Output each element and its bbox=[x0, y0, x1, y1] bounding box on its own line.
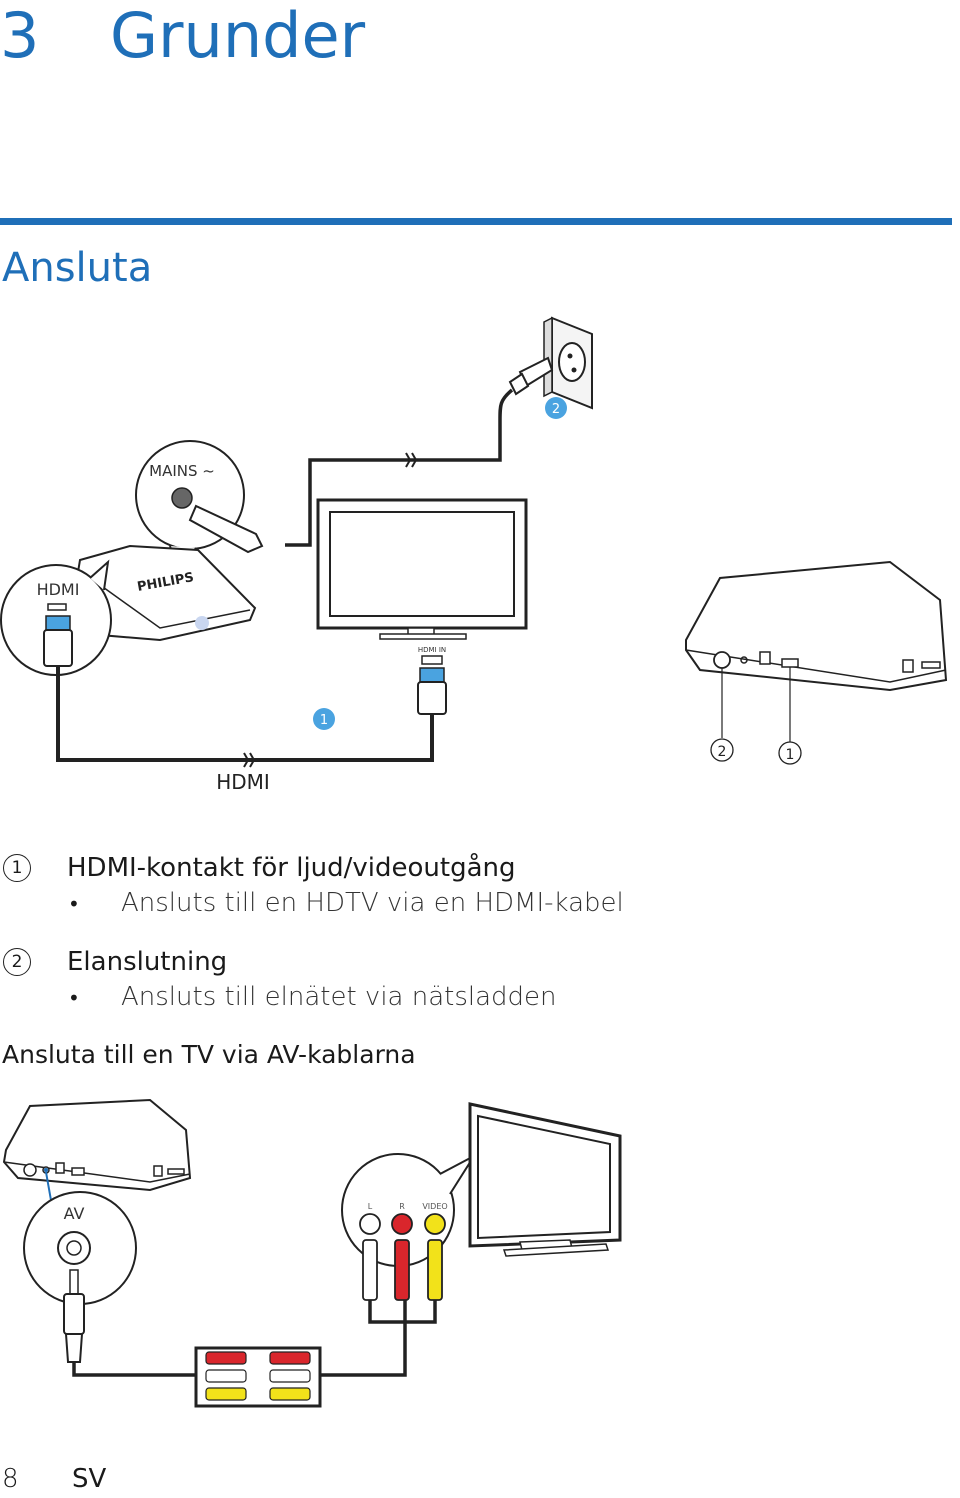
av-connection-diagram: AV L R VIDEO bbox=[2, 1098, 622, 1408]
wall-socket-icon bbox=[543, 316, 593, 410]
device-av-view bbox=[2, 1098, 192, 1207]
power-cable bbox=[285, 388, 514, 547]
av-subheading: Ansluta till en TV via AV-kablarna bbox=[2, 1040, 416, 1069]
av-plug-icon bbox=[63, 1269, 85, 1363]
side-marker-1: 1 bbox=[786, 747, 795, 763]
section-divider bbox=[0, 218, 952, 225]
hdmi-cable bbox=[56, 666, 434, 762]
item-2-bullet: Ansluts till elnätet via nätsladden bbox=[121, 982, 557, 1012]
hdmi-callout: HDMI bbox=[0, 559, 112, 676]
av-label: AV bbox=[64, 1204, 85, 1223]
rca-callout: L R VIDEO bbox=[341, 1153, 477, 1301]
tv-icon: HDMI IN bbox=[316, 498, 528, 715]
item-2-title: Elanslutning bbox=[67, 947, 228, 977]
device-rear-view: 2 1 bbox=[685, 560, 948, 765]
item-2-bullet-dot: • bbox=[68, 986, 80, 1010]
hdmi-cable-label: HDMI bbox=[216, 770, 270, 794]
rca-splitter bbox=[194, 1346, 322, 1408]
av-callout: AV bbox=[23, 1191, 137, 1305]
section-title: Ansluta bbox=[2, 245, 153, 291]
av-cable bbox=[72, 1300, 437, 1377]
hdmi-in-label: HDMI IN bbox=[418, 646, 446, 654]
r-label: R bbox=[399, 1202, 405, 1211]
chapter-number: 3 bbox=[0, 0, 40, 72]
item-1-bullet: Ansluts till en HDTV via en HDMI-kabel bbox=[121, 888, 624, 918]
item-2-number: 2 bbox=[3, 948, 31, 976]
chapter-title: Grunder bbox=[110, 0, 366, 72]
page-number: 8 bbox=[2, 1464, 19, 1494]
l-label: L bbox=[368, 1202, 373, 1211]
media-player-device: PHILIPS bbox=[76, 544, 257, 642]
side-marker-2: 2 bbox=[718, 744, 727, 760]
mains-plug-icon bbox=[508, 356, 554, 396]
mains-label: MAINS ~ bbox=[149, 462, 215, 480]
connection-diagram: 2 MAINS ~ PHILIPS HDMI HDMI 1 HDMI IN bbox=[0, 316, 948, 794]
item-1-number: 1 bbox=[3, 854, 31, 882]
marker-2 bbox=[545, 397, 567, 419]
item-1-bullet-dot: • bbox=[68, 892, 80, 916]
video-label: VIDEO bbox=[422, 1202, 447, 1211]
marker-1-label: 1 bbox=[320, 713, 328, 728]
hdmi-bubble-label: HDMI bbox=[37, 580, 80, 599]
language-code: SV bbox=[72, 1464, 107, 1494]
tv-icon-2 bbox=[468, 1102, 622, 1257]
marker-1 bbox=[313, 708, 335, 730]
marker-2-label: 2 bbox=[552, 402, 560, 417]
mains-callout: MAINS ~ bbox=[135, 440, 264, 575]
item-1-title: HDMI-kontakt för ljud/videoutgång bbox=[67, 853, 516, 883]
